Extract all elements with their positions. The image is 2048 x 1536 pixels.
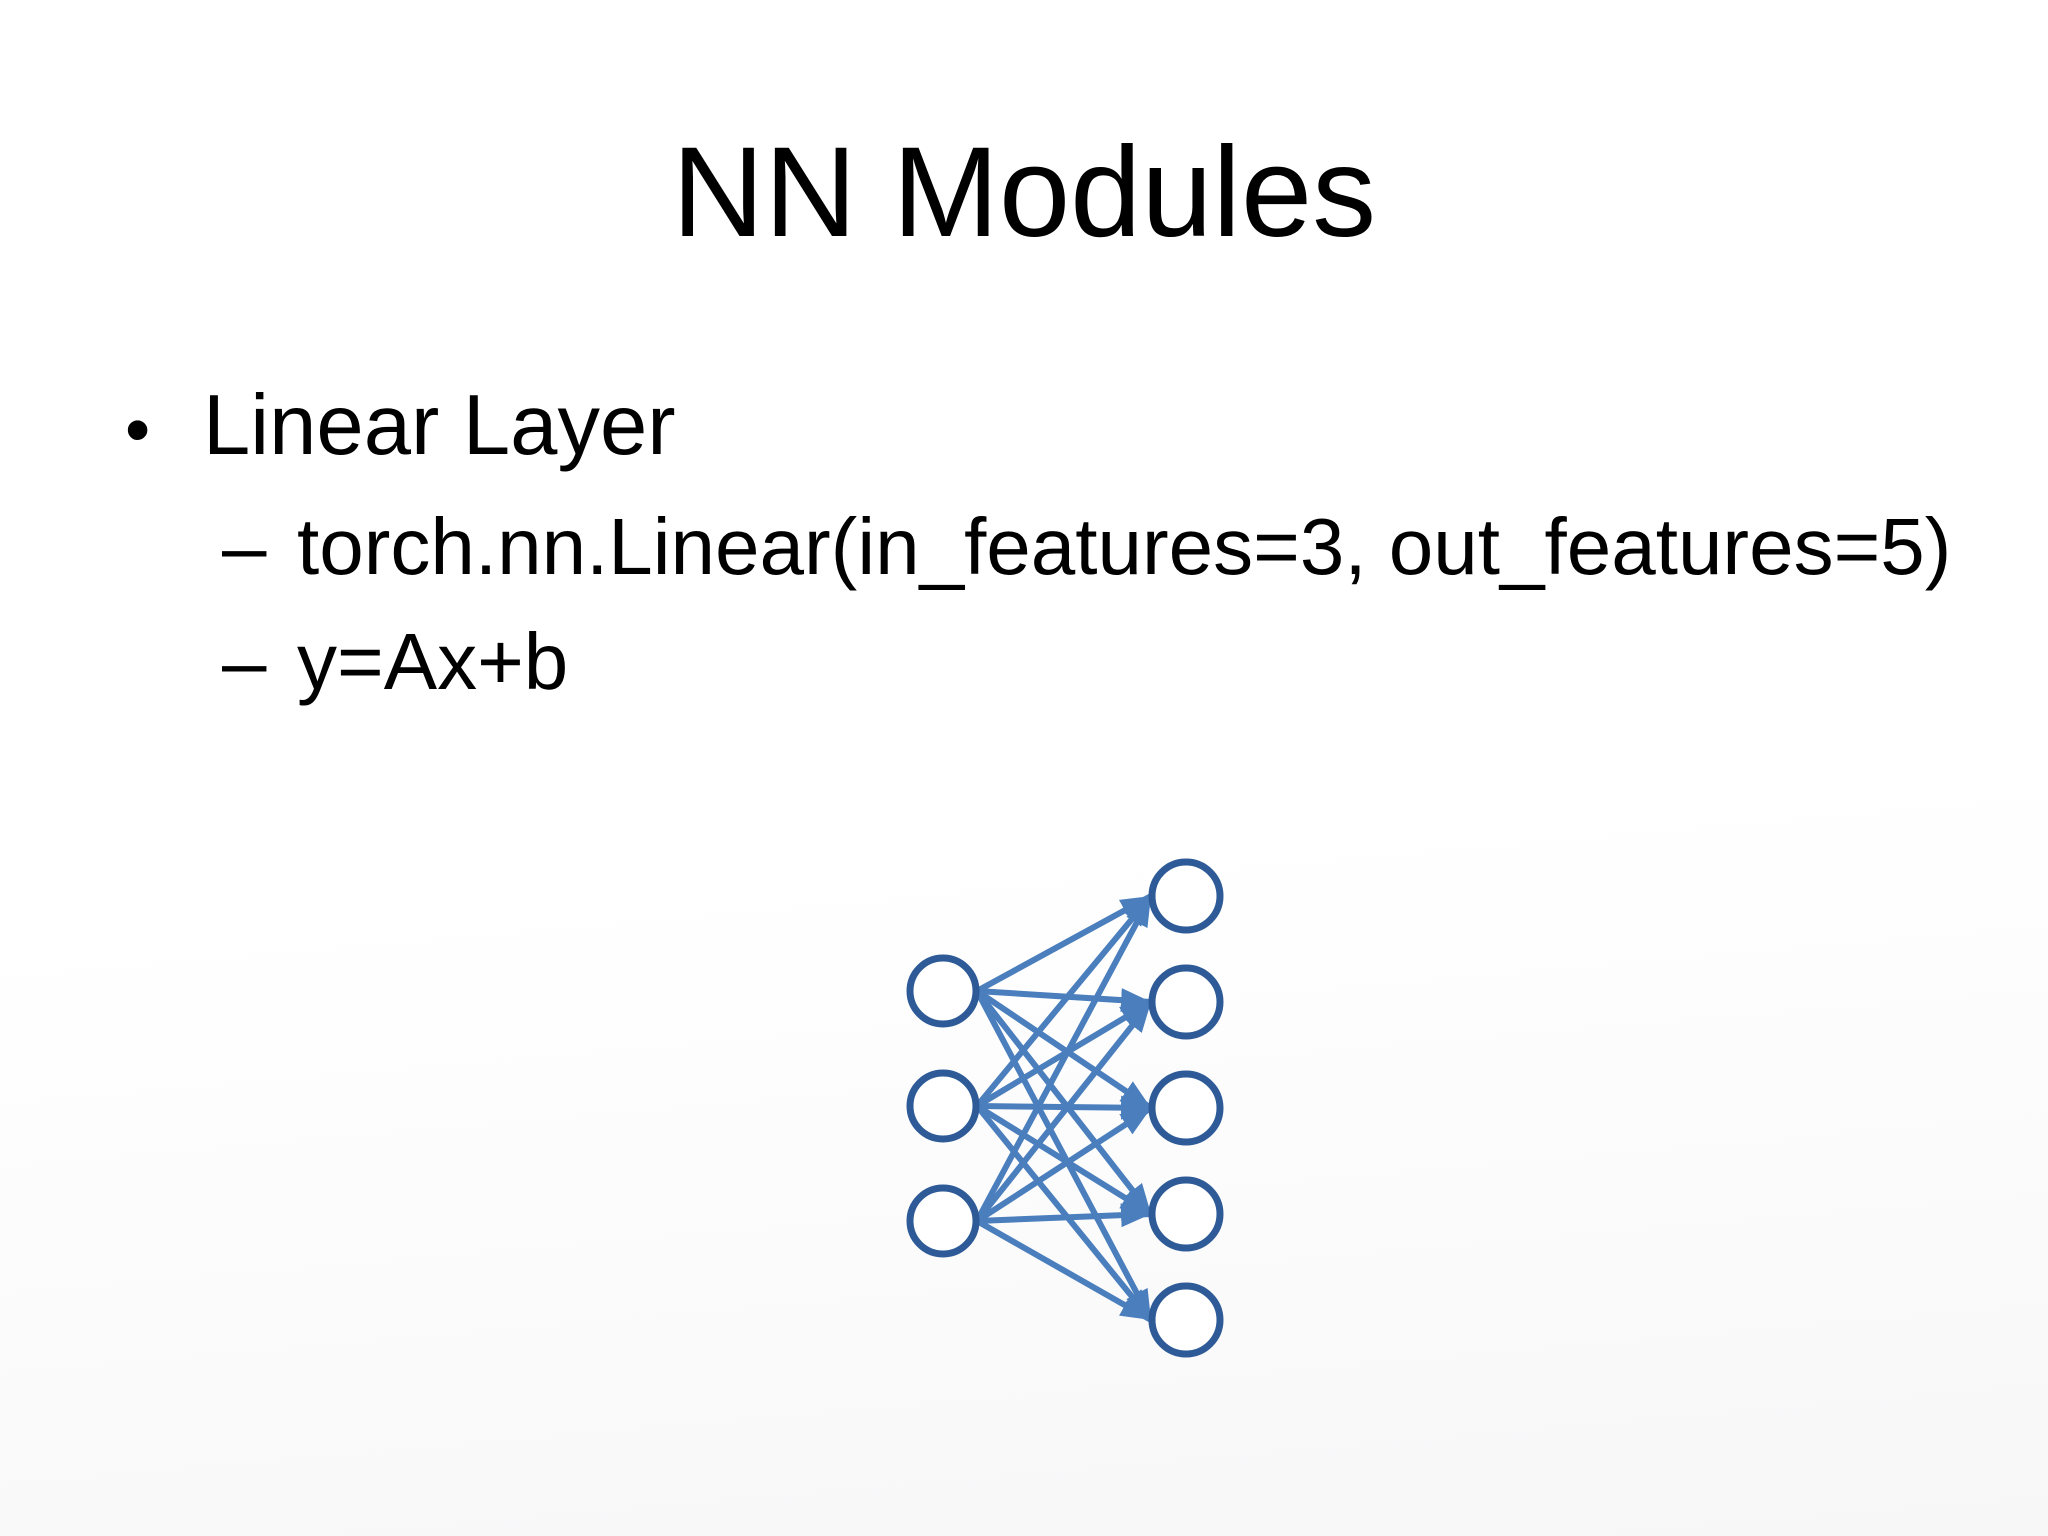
output-node: [1148, 1282, 1224, 1358]
sub-bullet-marker: –: [222, 502, 267, 591]
edge-line: [974, 894, 1154, 1108]
edge-line: [975, 893, 1153, 994]
slide-title: NN Modules: [671, 121, 1377, 264]
bullet-linear-layer: •Linear Layer: [125, 383, 676, 468]
output-node: [1148, 858, 1224, 934]
sub-bullet-marker: –: [222, 617, 267, 706]
edge-line: [975, 1218, 1153, 1323]
edge-line: [975, 988, 1153, 1111]
edge-line: [975, 1105, 1153, 1224]
edge-line: [974, 1104, 1154, 1322]
node-group: [906, 858, 1224, 1358]
output-node: [1148, 964, 1224, 1040]
sub-bullet-torch-nn-linear: –torch.nn.Linear(in_features=3, out_feat…: [222, 507, 1951, 587]
bullet-marker: •: [125, 390, 151, 470]
input-node: [906, 1069, 980, 1143]
edge-line: [974, 1000, 1154, 1223]
sub-bullet-y-equals-ax-plus-b: –y=Ax+b: [222, 622, 568, 702]
edge-line: [975, 1103, 1153, 1217]
edge-line: [974, 894, 1154, 1223]
output-node: [1148, 1176, 1224, 1252]
edge-line: [974, 989, 1154, 1216]
output-node: [1148, 1070, 1224, 1146]
input-node: [906, 954, 980, 1028]
bullet-label: Linear Layer: [203, 378, 676, 473]
input-node: [906, 1184, 980, 1258]
edge-group: [974, 893, 1154, 1323]
sub-bullet-label: y=Ax+b: [297, 617, 569, 706]
sub-bullet-label: torch.nn.Linear(in_features=3, out_featu…: [297, 502, 1952, 591]
edge-line: [974, 989, 1154, 1322]
edge-line: [976, 1203, 1152, 1228]
